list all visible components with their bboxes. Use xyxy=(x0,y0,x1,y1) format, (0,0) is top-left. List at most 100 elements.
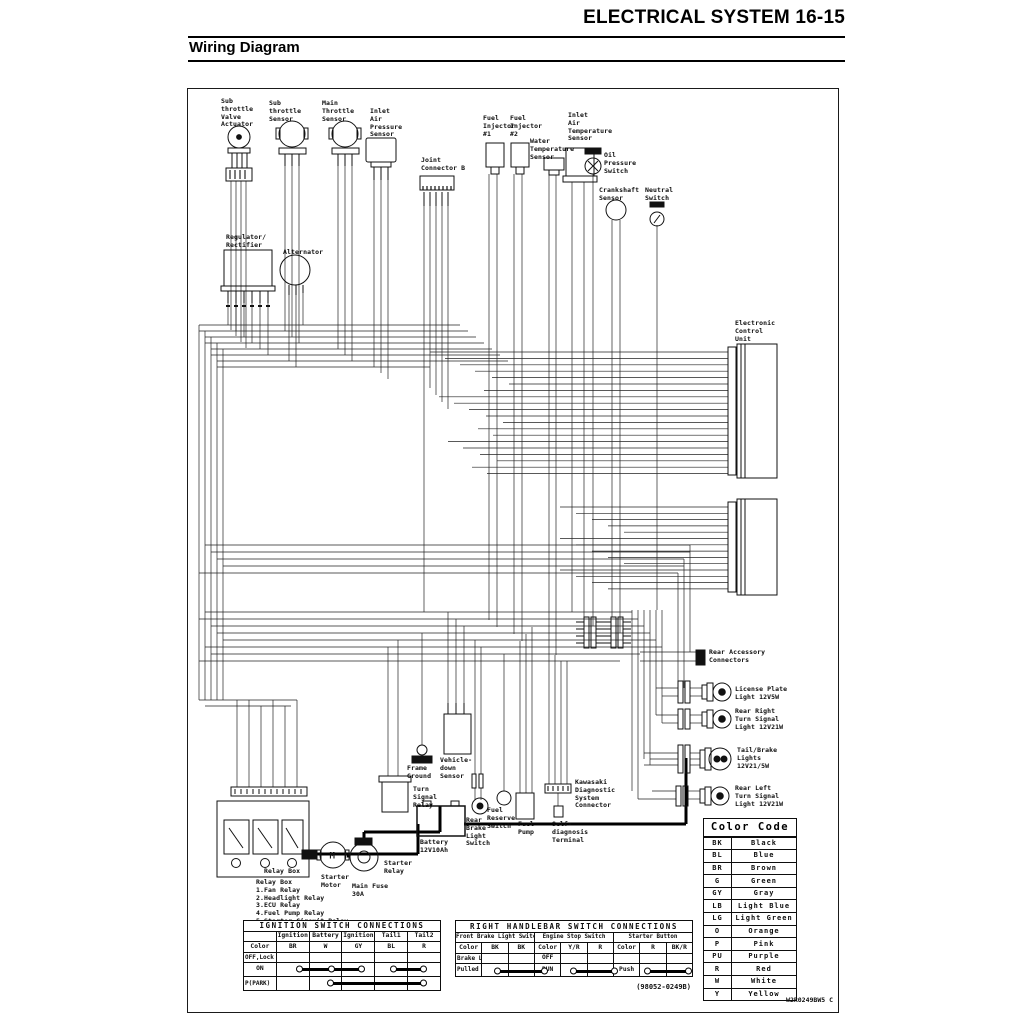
ecu-connector-2 xyxy=(727,498,778,596)
fuel-pump-icon xyxy=(515,792,535,820)
color-name: Pink xyxy=(731,937,797,951)
row-on: ON xyxy=(243,962,277,977)
color-code: BL xyxy=(703,849,732,863)
ignition-table-title: IGNITION SWITCH CONNECTIONS xyxy=(243,920,441,932)
part-number: (98052-0249B) xyxy=(636,983,691,991)
label-sub-throttle-sensor: Sub throttle Sensor xyxy=(269,99,302,123)
label-kawasaki-diagnostic-connector: Kawasaki Diagnostic System Connector xyxy=(575,778,616,810)
label-rear-accessory-connectors: Rear Accessory Connectors xyxy=(709,648,766,664)
col-battery: Battery xyxy=(308,931,343,942)
fuel-reserve-switch-icon xyxy=(496,790,512,806)
color-code: PU xyxy=(703,949,732,964)
header-rule xyxy=(188,36,845,38)
label-water-temperature-sensor: Water Temperature Sensor xyxy=(530,137,575,161)
label-rear-left-turn-signal: Rear Left Turn Signal Light 12V21W xyxy=(735,784,784,808)
color-code: LG xyxy=(703,912,732,926)
color-name: Brown xyxy=(731,861,797,876)
license-plate-light-icon xyxy=(677,680,732,704)
label-inlet-air-temperature-sensor: Inlet Air Temperature Sensor xyxy=(568,111,613,143)
label-neutral-switch: Neutral Switch xyxy=(645,186,674,202)
label-starter-motor: Starter Motor xyxy=(321,873,350,889)
label-battery: Battery 12V10Ah xyxy=(420,838,449,854)
on-connection-bar-2 xyxy=(390,965,427,973)
turn-signal-relay-icon xyxy=(378,775,412,813)
label-crankshaft-sensor: Crankshaft Sensor xyxy=(599,186,640,202)
color-name: Orange xyxy=(731,924,797,939)
engine-stop-connection-bar xyxy=(570,967,618,975)
oil-pressure-switch-icon xyxy=(584,147,602,175)
color-code: BK xyxy=(703,836,732,851)
rear-accessory-connectors-icon xyxy=(695,649,706,666)
water-temperature-sensor-icon xyxy=(543,157,565,176)
tail-brake-lights-icon xyxy=(677,744,732,774)
row-brake-lever: Brake Lever xyxy=(454,953,483,964)
on-connection-bar-1 xyxy=(296,965,365,973)
label-turn-signal-relay: Turn Signal Relay xyxy=(413,785,438,809)
label-inlet-air-pressure-sensor: Inlet Air Pressure Sensor xyxy=(370,107,403,139)
inlet-air-temperature-sensor-icon xyxy=(562,147,598,183)
color-name: Light Green xyxy=(731,912,797,926)
diagram-frame xyxy=(187,88,839,1013)
col-ignition-1: Ignition xyxy=(275,931,310,942)
color-name: Black xyxy=(731,836,797,851)
ecu-connector-1 xyxy=(727,343,778,479)
label-vehicle-down-sensor: Vehicle- down Sensor xyxy=(440,756,473,780)
color-code: GY xyxy=(703,886,732,901)
group-front-brake: Front Brake Light Switch xyxy=(455,932,535,943)
label-main-fuse: Main Fuse 30A xyxy=(352,882,389,898)
park-connection-bar xyxy=(327,979,427,987)
color-code: W xyxy=(703,975,732,989)
label-oil-pressure-switch: Oil Pressure Switch xyxy=(604,151,637,175)
label-alternator: Alternator xyxy=(283,248,324,256)
rear-left-turn-signal-icon xyxy=(675,785,730,807)
relay-box-icon xyxy=(216,786,310,878)
color-name: Gray xyxy=(731,886,797,901)
label-electronic-control-unit: Electronic Control Unit xyxy=(735,319,776,343)
label-tail-brake-lights: Tail/Brake Lights 12V21/5W xyxy=(737,746,778,770)
fuel-injector-2-icon xyxy=(510,142,530,175)
color-name: Purple xyxy=(731,949,797,964)
self-diagnosis-terminal-icon xyxy=(553,805,564,818)
battery-icon xyxy=(416,800,466,837)
joint-connector-b-icon xyxy=(419,175,455,206)
label-rear-right-turn-signal: Rear Right Turn Signal Light 12V21W xyxy=(735,707,784,731)
label-fuel-injector-1: Fuel Injector #1 xyxy=(483,114,516,138)
color-code: P xyxy=(703,937,732,951)
color-code: BR xyxy=(703,861,732,876)
section-rule xyxy=(188,60,845,62)
label-main-throttle-sensor: Main Throttle Sensor xyxy=(322,99,355,123)
col-ignition-2: Ignition xyxy=(341,931,376,942)
color-name: Green xyxy=(731,874,797,888)
ignition-color-label: Color xyxy=(243,941,277,953)
label-fuel-pump: Fuel Pump xyxy=(518,820,535,836)
color-code-title: Color Code xyxy=(703,818,797,837)
kawasaki-diagnostic-connector-icon xyxy=(544,783,572,794)
col-tail1: Tail1 xyxy=(374,931,409,942)
color-code: R xyxy=(703,962,732,977)
row-pulled-in: Pulled In xyxy=(454,963,483,977)
brake-connection-bar xyxy=(494,967,548,975)
label-self-diagnosis-terminal: Self- diagnosis Terminal xyxy=(552,820,589,844)
color-name: Yellow xyxy=(731,987,797,1002)
rear-right-turn-signal-icon xyxy=(677,708,732,730)
sub-throttle-valve-actuator-icon xyxy=(225,125,253,182)
color-code: G xyxy=(703,874,732,888)
handlebar-switch-table: RIGHT HANDLEBAR SWITCH CONNECTIONS Front… xyxy=(454,920,694,977)
label-license-plate-light: License Plate Light 12V5W xyxy=(735,685,788,701)
group-starter-button: Starter Button xyxy=(612,932,694,943)
label-regulator-rectifier: Regulator/ Rectifier xyxy=(226,233,267,249)
color-code: Y xyxy=(703,987,732,1002)
row-off-lock: OFF,Lock xyxy=(243,952,277,963)
starter-motor-icon: M xyxy=(316,841,350,869)
starter-connection-bar xyxy=(644,967,692,975)
